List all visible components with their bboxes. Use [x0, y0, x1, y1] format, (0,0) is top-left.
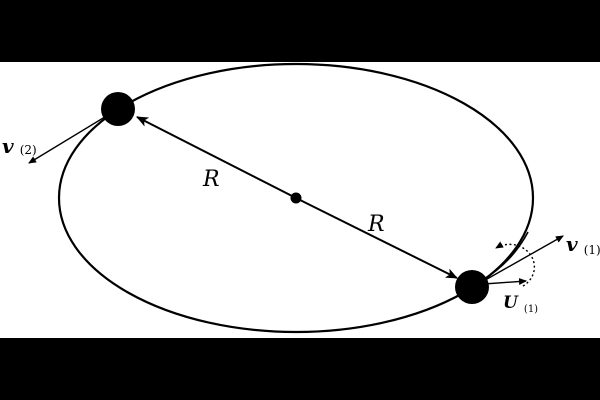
center-of-mass-dot	[290, 192, 302, 204]
velocity-symbol-body-2: v	[2, 134, 14, 158]
orbit-ellipse	[57, 62, 535, 334]
spin-vector-arrow-body-1	[483, 278, 527, 285]
body-2	[101, 92, 135, 126]
spin-symbol-body-1: U	[503, 293, 519, 313]
separation-arrow-to-body-2	[136, 116, 297, 199]
separation-label-upper: R	[202, 167, 220, 192]
velocity-label-body-2: v (2)	[2, 134, 37, 158]
velocity-symbol-body-1: v	[566, 232, 578, 256]
velocity-label-body-1: v (1)	[566, 232, 600, 257]
velocity-arrow-body-2	[28, 108, 119, 164]
body-1	[455, 270, 489, 304]
spin-subscript-body-1: (1)	[524, 304, 538, 315]
top-letterbox-band	[0, 0, 600, 62]
bottom-letterbox-band	[0, 338, 600, 400]
tangent-arc-body-1	[483, 231, 529, 280]
velocity-arrow-body-1	[472, 235, 564, 288]
rotation-indicator-dotted-circle	[495, 241, 536, 287]
spin-label-body-1: U (1)	[503, 293, 538, 315]
velocity-subscript-body-2: (2)	[20, 143, 37, 157]
velocity-subscript-body-1: (1)	[584, 243, 600, 257]
separation-arrow-to-body-1	[295, 197, 458, 279]
separation-label-lower: R	[367, 212, 385, 237]
